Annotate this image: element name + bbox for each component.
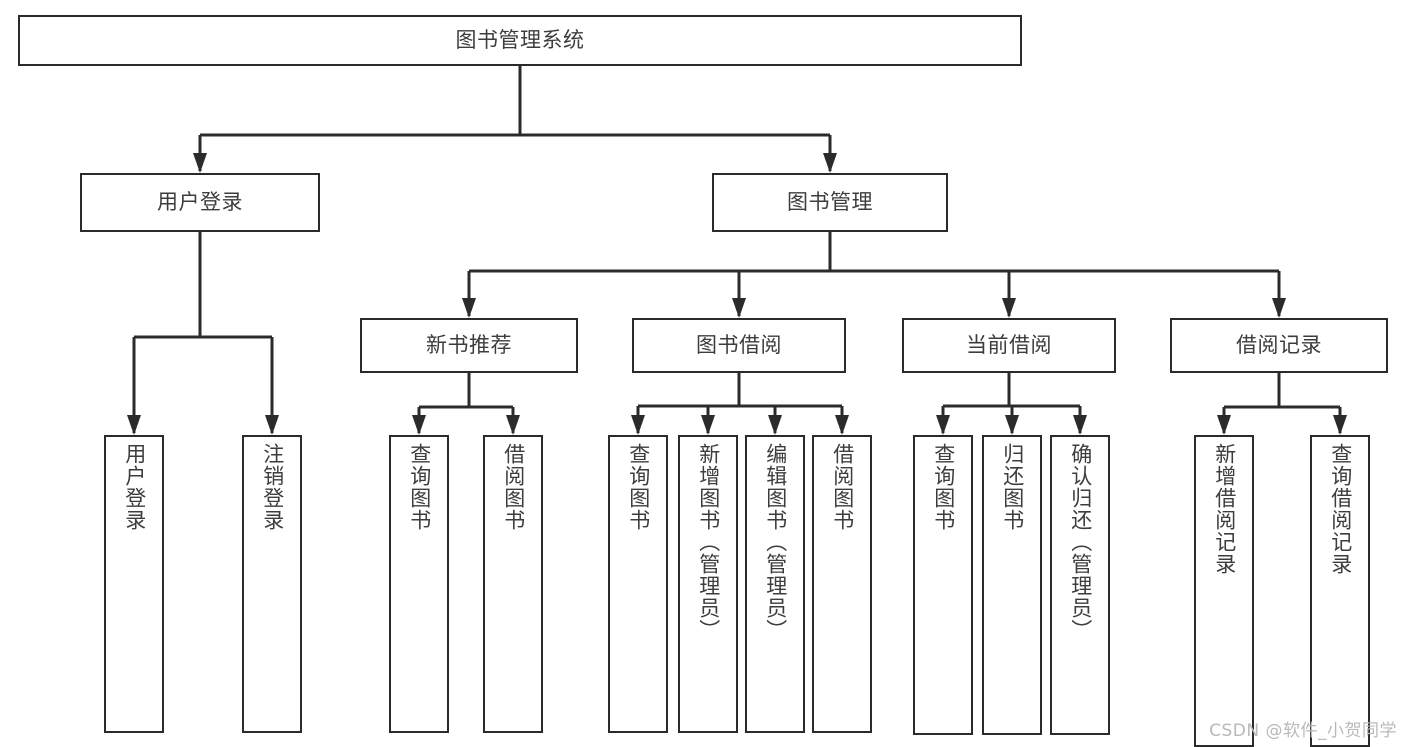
watermark-text: CSDN @软件_小贺同学 bbox=[1209, 721, 1397, 741]
node-label: 新增借阅记录 bbox=[1212, 443, 1237, 575]
node-borrow-record[interactable]: 借阅记录 bbox=[1170, 318, 1388, 373]
node-label: 借阅图书 bbox=[501, 443, 526, 531]
node-user-login[interactable]: 用户登录 bbox=[80, 173, 320, 232]
node-leaf-rec-borrow-book[interactable]: 借阅图书 bbox=[483, 435, 543, 733]
node-leaf-return-book[interactable]: 归还图书 bbox=[982, 435, 1042, 735]
node-current-borrow[interactable]: 当前借阅 bbox=[902, 318, 1116, 373]
connector-arrowhead bbox=[265, 415, 279, 435]
connector-arrowhead bbox=[835, 415, 849, 435]
node-leaf-add-book[interactable]: 新增图书（管理员） bbox=[678, 435, 738, 733]
node-label: 注销登录 bbox=[260, 443, 285, 531]
node-label: 借阅记录 bbox=[1236, 332, 1322, 357]
node-leaf-rec-query-book[interactable]: 查询图书 bbox=[389, 435, 449, 733]
connector-arrowhead bbox=[412, 415, 426, 435]
connector-arrowhead bbox=[936, 415, 950, 435]
node-label: 用户登录 bbox=[122, 443, 147, 531]
connector-arrowhead bbox=[462, 298, 476, 318]
connector-arrowhead bbox=[701, 415, 715, 435]
connector-arrowhead bbox=[1002, 298, 1016, 318]
connector-arrowhead bbox=[631, 415, 645, 435]
node-leaf-borrow-query-book[interactable]: 查询图书 bbox=[608, 435, 668, 733]
node-label: 借阅图书 bbox=[830, 443, 855, 531]
node-label: 用户登录 bbox=[157, 189, 243, 214]
connector-arrowhead bbox=[823, 153, 837, 173]
node-label: 查询图书 bbox=[931, 443, 956, 531]
connector-arrowhead bbox=[1333, 415, 1347, 435]
connector-arrowhead bbox=[1217, 415, 1231, 435]
node-leaf-edit-book[interactable]: 编辑图书（管理员） bbox=[745, 435, 805, 733]
node-label: 图书借阅 bbox=[696, 332, 782, 357]
node-label: 编辑图书（管理员） bbox=[763, 443, 788, 641]
node-leaf-add-record[interactable]: 新增借阅记录 bbox=[1194, 435, 1254, 747]
node-label: 确认归还（管理员） bbox=[1068, 443, 1093, 641]
node-label: 查询图书 bbox=[407, 443, 432, 531]
connector-arrowhead bbox=[1073, 415, 1087, 435]
connector-arrowhead bbox=[193, 153, 207, 173]
node-new-book-rec[interactable]: 新书推荐 bbox=[360, 318, 578, 373]
node-leaf-borrow-book[interactable]: 借阅图书 bbox=[812, 435, 872, 733]
node-label: 新增图书（管理员） bbox=[696, 443, 721, 641]
node-label: 当前借阅 bbox=[966, 332, 1052, 357]
node-label: 新书推荐 bbox=[426, 332, 512, 357]
connector-arrowhead bbox=[768, 415, 782, 435]
node-book-manage[interactable]: 图书管理 bbox=[712, 173, 948, 232]
node-label: 归还图书 bbox=[1000, 443, 1025, 531]
node-label: 查询借阅记录 bbox=[1328, 443, 1353, 575]
node-leaf-confirm-return[interactable]: 确认归还（管理员） bbox=[1050, 435, 1110, 735]
node-root[interactable]: 图书管理系统 bbox=[18, 15, 1022, 66]
node-leaf-user-login[interactable]: 用户登录 bbox=[104, 435, 164, 733]
node-label: 图书管理系统 bbox=[455, 27, 585, 52]
node-book-borrow[interactable]: 图书借阅 bbox=[632, 318, 846, 373]
connector-arrowhead bbox=[1005, 415, 1019, 435]
node-label: 查询图书 bbox=[626, 443, 651, 531]
node-label: 图书管理 bbox=[787, 189, 873, 214]
connector-arrowhead bbox=[506, 415, 520, 435]
connector-arrowhead bbox=[1272, 298, 1286, 318]
connector-arrowhead bbox=[732, 298, 746, 318]
node-leaf-cur-query-book[interactable]: 查询图书 bbox=[913, 435, 973, 735]
connector-arrowhead bbox=[127, 415, 141, 435]
node-leaf-query-record[interactable]: 查询借阅记录 bbox=[1310, 435, 1370, 747]
node-leaf-logout[interactable]: 注销登录 bbox=[242, 435, 302, 733]
